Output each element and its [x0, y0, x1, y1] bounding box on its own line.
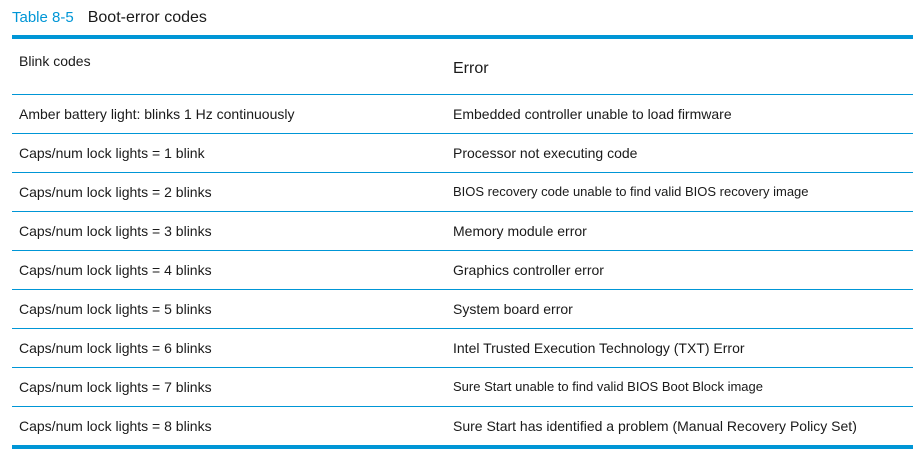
table-row: Caps/num lock lights = 8 blinks Sure Sta…	[12, 407, 913, 446]
boot-error-codes-table-container: Blink codes Error Amber battery light: b…	[12, 35, 913, 449]
error-cell: BIOS recovery code unable to find valid …	[446, 172, 913, 212]
table-row: Caps/num lock lights = 3 blinks Memory m…	[12, 211, 913, 251]
error-cell: Sure Start unable to find valid BIOS Boo…	[446, 367, 913, 407]
blink-code-cell: Caps/num lock lights = 1 blink	[12, 133, 446, 173]
table-header-row: Blink codes Error	[12, 39, 913, 95]
table-caption: Table 8-5 Boot-error codes	[12, 9, 207, 31]
table-row: Caps/num lock lights = 4 blinks Graphics…	[12, 250, 913, 290]
boot-error-codes-table: Blink codes Error Amber battery light: b…	[12, 39, 913, 445]
table-row: Caps/num lock lights = 6 blinks Intel Tr…	[12, 328, 913, 368]
table-number: Table 8-5	[12, 9, 74, 26]
error-cell: System board error	[446, 289, 913, 329]
error-cell: Graphics controller error	[446, 250, 913, 290]
error-cell: Sure Start has identified a problem (Man…	[453, 418, 857, 434]
error-cell: Embedded controller unable to load firmw…	[446, 94, 913, 134]
column-header-blink-codes: Blink codes	[12, 39, 446, 95]
error-cell: Processor not executing code	[446, 133, 913, 173]
blink-code-cell: Caps/num lock lights = 2 blinks	[12, 172, 446, 212]
blink-code-cell: Amber battery light: blinks 1 Hz continu…	[12, 94, 446, 134]
error-cell: Intel Trusted Execution Technology (TXT)…	[446, 328, 913, 368]
blink-code-cell: Caps/num lock lights = 4 blinks	[12, 250, 446, 290]
table-title: Boot-error codes	[87, 9, 207, 26]
blink-code-cell: Caps/num lock lights = 3 blinks	[12, 211, 446, 251]
table-row: Caps/num lock lights = 5 blinks System b…	[12, 289, 913, 329]
table-row: Caps/num lock lights = 7 blinks Sure Sta…	[12, 367, 913, 407]
column-header-error: Error	[446, 39, 913, 95]
table-row: Caps/num lock lights = 2 blinks BIOS rec…	[12, 172, 913, 212]
blink-code-cell: Caps/num lock lights = 7 blinks	[12, 367, 446, 407]
blink-code-cell: Caps/num lock lights = 8 blinks	[19, 418, 212, 434]
table-row: Caps/num lock lights = 1 blink Processor…	[12, 133, 913, 173]
error-cell: Memory module error	[446, 211, 913, 251]
table-row: Amber battery light: blinks 1 Hz continu…	[12, 94, 913, 134]
blink-code-cell: Caps/num lock lights = 6 blinks	[12, 328, 446, 368]
blink-code-cell: Caps/num lock lights = 5 blinks	[12, 289, 446, 329]
